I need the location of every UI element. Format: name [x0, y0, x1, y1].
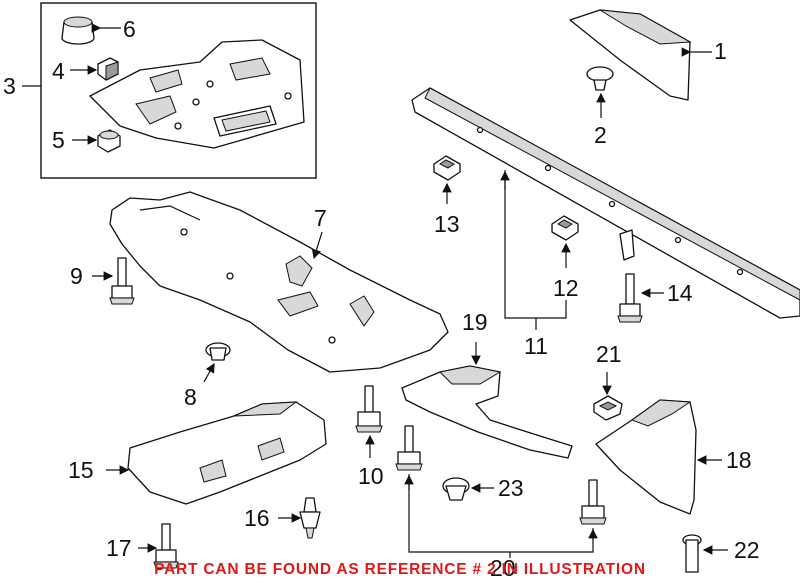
- callout-15: 15: [68, 457, 94, 483]
- reference-note: PART CAN BE FOUND AS REFERENCE # 2 IN IL…: [154, 561, 646, 578]
- callout-1: 1: [714, 38, 727, 64]
- inset-plate: [89, 39, 305, 149]
- callout-16: 16: [244, 505, 270, 531]
- callout-17: 17: [106, 535, 132, 561]
- callout-7: 7: [314, 205, 327, 231]
- callout-9: 9: [70, 263, 83, 289]
- part-13-nut: [433, 155, 461, 181]
- callout-12: 12: [553, 275, 579, 301]
- callout-8: 8: [184, 384, 197, 410]
- part-19-bracket: [401, 365, 573, 459]
- part-15-shield: [127, 401, 327, 505]
- part-4-clip: [97, 57, 119, 81]
- part-20-bolts: [395, 425, 607, 525]
- callout-18: 18: [726, 447, 752, 473]
- callout-21: 21: [596, 341, 622, 367]
- callout-4: 4: [52, 58, 65, 84]
- long-rail: [411, 87, 800, 319]
- part-22-pin: [682, 534, 702, 573]
- part-6-cap: [61, 16, 95, 45]
- callout-22: 22: [734, 537, 760, 563]
- part-23-grommet: [442, 477, 470, 501]
- callout-3: 3: [3, 73, 16, 99]
- callout-13: 13: [434, 211, 460, 237]
- callout-5: 5: [52, 127, 65, 153]
- part-1-shield: [569, 9, 692, 101]
- part-10-bolt: [355, 385, 383, 433]
- callout-11: 11: [524, 333, 548, 359]
- callout-6: 6: [123, 16, 136, 42]
- part-5-nut: [97, 129, 121, 153]
- part-8-grommet: [205, 342, 231, 361]
- callout-2: 2: [594, 122, 607, 148]
- part-17-bolt: [153, 523, 179, 569]
- part-7-shield: [109, 191, 449, 373]
- callout-20: 20: [490, 555, 516, 581]
- part-14-bolt: [617, 273, 643, 323]
- callout-10: 10: [358, 463, 384, 489]
- part-18-shield: [595, 399, 697, 515]
- part-9-bolt: [109, 257, 135, 305]
- inset-box: [40, 2, 317, 179]
- callout-19: 19: [462, 309, 488, 335]
- callout-14: 14: [667, 280, 693, 306]
- part-2-pin: [586, 66, 614, 91]
- part-21-clip: [593, 395, 623, 421]
- callout-23: 23: [498, 475, 524, 501]
- part-12-nut: [551, 215, 579, 241]
- part-16-pin: [299, 497, 321, 539]
